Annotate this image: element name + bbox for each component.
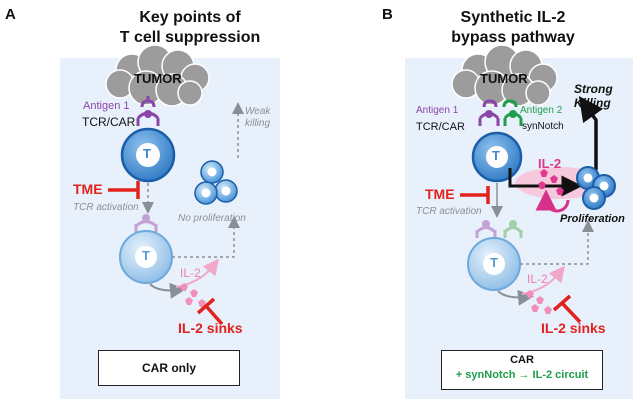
il2-circuit-label: IL-2 — [538, 156, 562, 171]
tumor-cloud-b — [451, 44, 558, 107]
strong-killing-line2: Killing — [574, 96, 611, 110]
legend-arrow-icon: → — [518, 369, 530, 381]
il2-label-b: IL-2 — [527, 272, 548, 286]
secretion-arrow-a — [149, 282, 186, 299]
antigen1-receptor-a — [136, 96, 160, 126]
secretion-arrow-b — [497, 289, 534, 306]
tumor-label-b: TUMOR — [480, 71, 528, 86]
weak-killing-line1: Weak — [245, 106, 271, 117]
antigen1-dot-a — [144, 110, 152, 118]
panel-a-letter: A — [5, 6, 16, 23]
tcell-resting-nucleus-a — [135, 246, 157, 268]
panel-b-title-line1: Synthetic IL-2 — [460, 9, 566, 26]
il2-arrow-b — [521, 265, 565, 295]
panel-a-title-line2: T cell suppression — [119, 29, 261, 46]
tumor-label-a: TUMOR — [134, 71, 182, 86]
panel-b-letter: B — [382, 6, 393, 23]
tcell-resting-letter-a: T — [142, 248, 150, 263]
panel-a-title: Key points of T cell suppression — [70, 8, 310, 48]
tcr-activation-label-a: TCR activation — [73, 202, 139, 213]
il2-molecules-circuit — [538, 169, 564, 195]
strong-killing-line1: Strong — [574, 82, 613, 96]
tcr-activation-label-b: TCR activation — [416, 206, 482, 217]
il2-molecules-b — [526, 290, 552, 314]
legend-car-only-text: CAR only — [142, 361, 196, 375]
tcell-nucleus-a — [136, 143, 160, 167]
receptor-label-b: TCR/CAR — [416, 121, 465, 133]
autocrine-loop-arrow — [535, 189, 570, 213]
il2-sinks-label-a: IL-2 sinks — [178, 320, 243, 336]
il2-arrow-a — [175, 258, 219, 288]
tcell-letter-a: T — [143, 146, 151, 161]
synnotch-label-b: synNotch — [522, 121, 564, 132]
legend-circuit-line: + synNotch → IL-2 circuit — [442, 368, 602, 383]
strong-killing-label: Strong Killing — [574, 82, 613, 110]
tme-label-b: TME — [425, 186, 455, 202]
il2-sinks-label-b: IL-2 sinks — [541, 320, 606, 336]
no-proliferation-label: No proliferation — [178, 213, 246, 224]
receptor-lower-b — [475, 226, 523, 238]
antigen1-dot-b — [485, 110, 493, 118]
tumor-cloud-a — [105, 44, 210, 107]
il2-molecules-a — [180, 283, 206, 307]
antigen2-lower-dot-b — [509, 220, 517, 228]
legend-car-synnotch: CAR + synNotch → IL-2 circuit — [441, 350, 603, 390]
il2-label-a: IL-2 — [180, 266, 201, 280]
panel-a-title-line1: Key points of — [139, 9, 241, 26]
no-proliferation-arrow — [172, 216, 240, 258]
receptor-label-a: TCR/CAR — [82, 115, 136, 129]
panel-a-background — [60, 58, 280, 399]
legend-car-only: CAR only — [98, 350, 240, 386]
weak-killing-line2: killing — [245, 118, 271, 129]
tcell-nucleus-b — [486, 146, 508, 168]
proliferating-tcell-cluster-b — [576, 166, 616, 210]
legend-il2-circuit-text: IL-2 circuit — [532, 369, 589, 381]
weak-killing-label: Weak killing — [245, 106, 270, 130]
tcell-resting-nucleus-b — [483, 253, 505, 275]
legend-car-text: CAR — [510, 354, 534, 366]
tme-inhibition-a — [108, 181, 140, 199]
strong-killing-arrow — [578, 96, 604, 170]
panel-b-title-line2: bypass pathway — [451, 29, 575, 46]
tcell-resting-letter-b: T — [490, 255, 498, 270]
tme-inhibition-b — [460, 186, 490, 204]
small-tcell-cluster-a — [194, 160, 238, 205]
circuit-arrow — [508, 168, 583, 197]
tme-label-a: TME — [73, 181, 103, 197]
antigen1-lower-dot-b — [482, 220, 490, 228]
proliferation-dashed-arrow-b — [520, 220, 594, 265]
tcell-letter-b: T — [492, 148, 500, 163]
antigen2-dot-b — [509, 110, 517, 118]
antigen1-label-b: Antigen 1 — [416, 105, 459, 116]
antigen1-label-a: Antigen 1 — [83, 100, 130, 112]
antigen1-lower-dot-a — [142, 214, 150, 222]
il2-sinks-inhibition-b — [552, 294, 582, 324]
proliferation-label-b: Proliferation — [560, 213, 625, 225]
panel-b-title: Synthetic IL-2 bypass pathway — [393, 8, 633, 48]
antigen2-label-b: Antigen 2 — [520, 105, 563, 116]
legend-synnotch-text: + synNotch — [455, 369, 516, 381]
il2-sinks-inhibition-a — [196, 297, 224, 326]
